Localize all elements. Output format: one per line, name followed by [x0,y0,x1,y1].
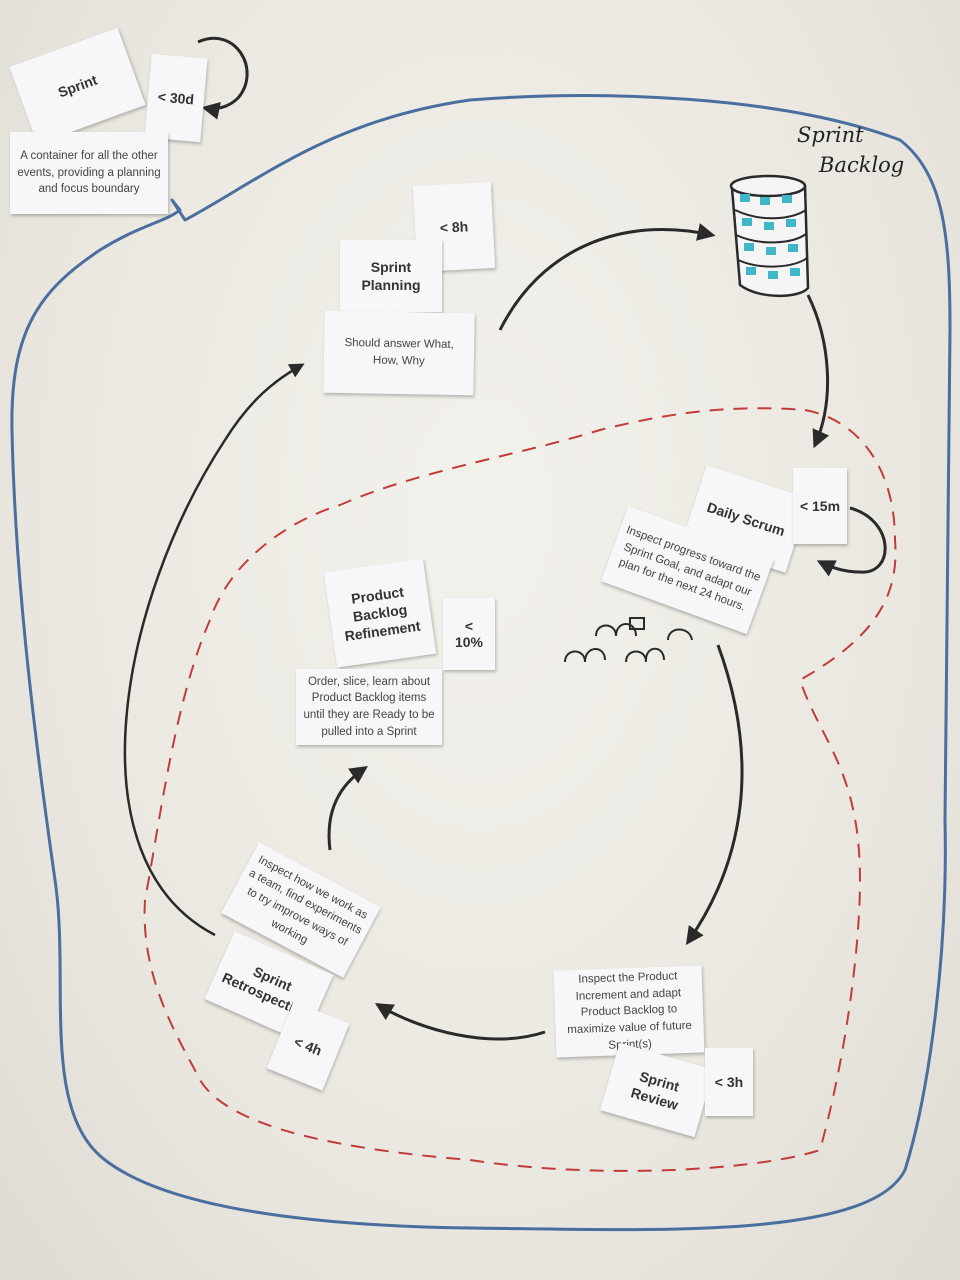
inner-loop-dashed-line [143,407,897,1172]
sprint-planning-description-card: Should answer What, How, Why [323,310,475,396]
sprint-planning-title-card: Sprint Planning [340,240,442,312]
arrow-retro-to-refinement [327,765,368,851]
sprint-review-description-card: Inspect the Product Increment and adapt … [553,965,705,1058]
daily-scrum-timebox-card: < 15m [793,468,847,544]
sprint-backlog-label-line2: Backlog [819,153,905,177]
arrow-retro-to-planning [123,363,305,937]
arrow-planning-to-backlog [498,223,716,331]
sprint-boundary-line [10,94,952,1232]
sprint-review-timebox-card: < 3h [705,1048,753,1116]
arrow-daily-to-review [685,644,744,945]
sprint-description-card: A container for all the other events, pr… [10,132,168,214]
arrow-backlog-to-daily [806,294,830,449]
refinement-title-card: Product Backlog Refinement [323,558,437,668]
refinement-timebox-card: < 10% [443,598,495,670]
sprint-backlog-label: Sprint Backlog [797,120,907,190]
daily-loop-arrow [816,506,887,577]
sprint-timebox-card: < 30d [144,53,208,143]
refinement-description-card: Order, slice, learn about Product Backlo… [296,669,442,745]
sprint-backlog-label-line1: Sprint [797,123,864,147]
sprint-loop-arrow [197,36,249,120]
sprint-backlog-cylinder-icon [729,174,810,298]
arrow-review-to-retro [374,1003,546,1041]
team-people-icon [564,617,693,663]
